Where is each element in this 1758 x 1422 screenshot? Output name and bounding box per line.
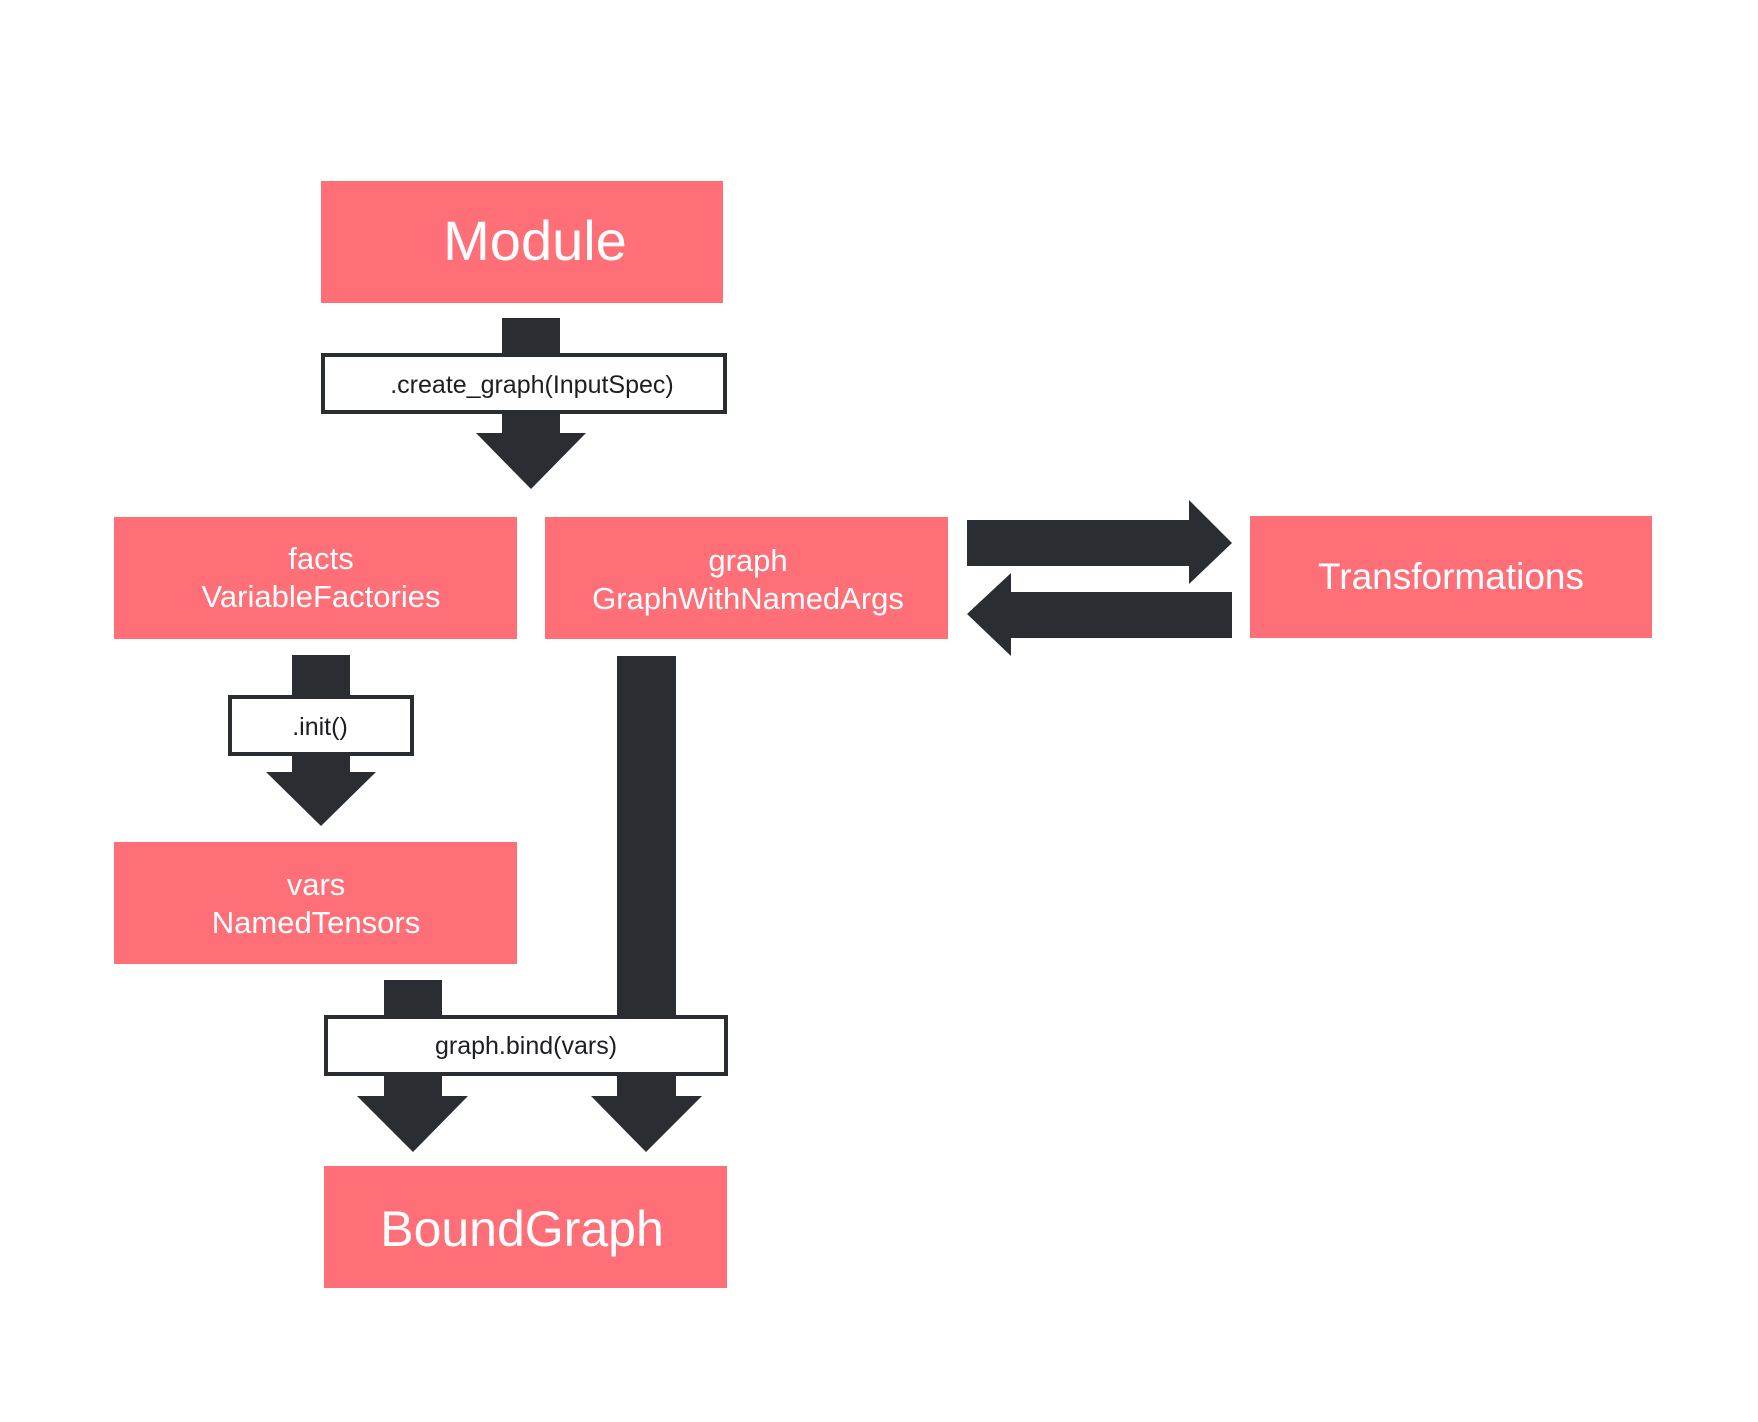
- graph-node-name: graph: [708, 543, 787, 578]
- transformations-node-text: Transformations: [1318, 556, 1584, 597]
- graph-node: graph GraphWithNamedArgs: [545, 517, 948, 639]
- graph-node-type: GraphWithNamedArgs: [592, 581, 904, 616]
- bind-label: graph.bind(vars): [324, 1015, 728, 1076]
- facts-node-type: VariableFactories: [202, 579, 441, 614]
- facts-node-name: facts: [288, 541, 353, 576]
- create-graph-label: .create_graph(InputSpec): [321, 353, 727, 414]
- init-label: .init(): [228, 695, 414, 756]
- facts-node: facts VariableFactories: [114, 517, 517, 639]
- bind-label-text: graph.bind(vars): [435, 1032, 617, 1060]
- bound-graph-node-text: BoundGraph: [380, 1201, 664, 1257]
- transformations-node: Transformations: [1250, 516, 1652, 638]
- create-graph-label-text: .create_graph(InputSpec): [390, 371, 674, 399]
- arrow-from-transformations: [967, 573, 1232, 656]
- init-arrow: [266, 655, 376, 826]
- vars-node: vars NamedTensors: [114, 842, 517, 964]
- init-label-text: .init(): [292, 713, 348, 741]
- vars-node-type: NamedTensors: [212, 905, 420, 940]
- arrow-to-transformations: [967, 500, 1232, 584]
- module-node: Module: [321, 181, 723, 303]
- module-node-text: Module: [443, 209, 627, 272]
- bind-arrow-from-vars: [357, 980, 468, 1152]
- vars-node-name: vars: [287, 867, 346, 902]
- bound-graph-node: BoundGraph: [324, 1166, 727, 1288]
- bind-arrow-from-graph: [591, 656, 702, 1152]
